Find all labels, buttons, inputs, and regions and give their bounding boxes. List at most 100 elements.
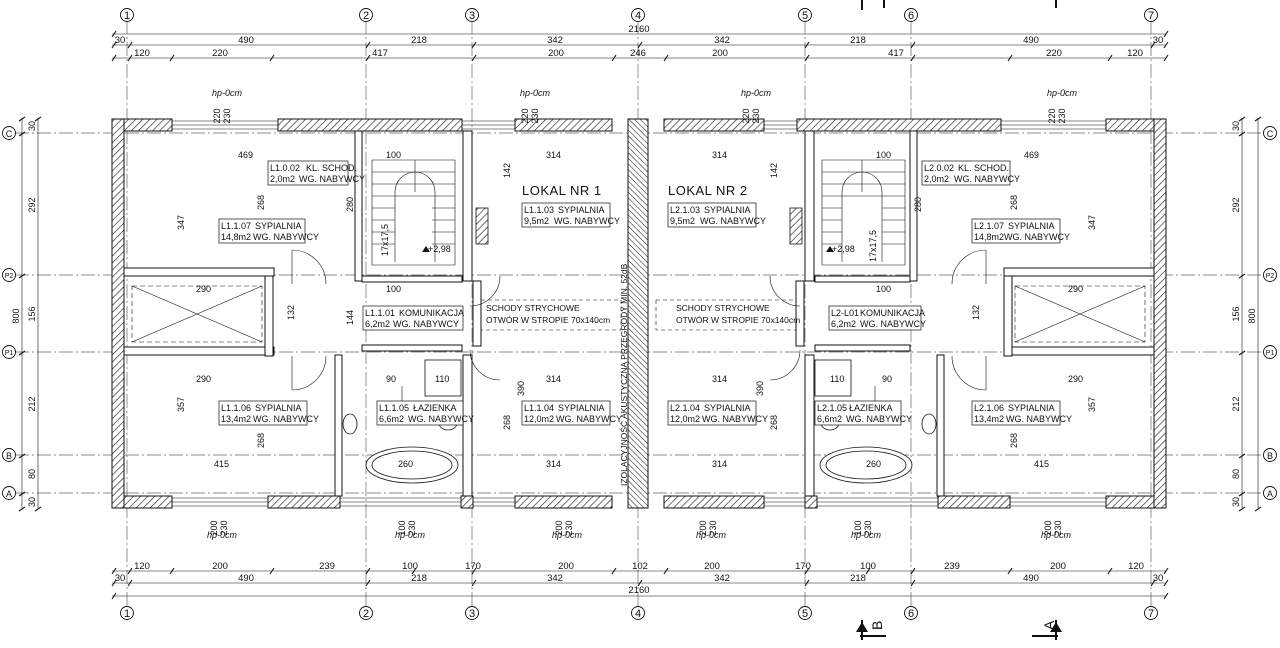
dim-label: 220	[212, 48, 228, 59]
shafts	[475, 207, 803, 245]
dim-label: 239	[944, 561, 960, 572]
grid-bubble-bottom-6	[904, 606, 918, 620]
grid-label: P2	[1266, 273, 1275, 280]
dim-label: 212	[27, 396, 37, 411]
room-dim: 390	[755, 381, 765, 396]
room-code: L1.1.06	[221, 403, 251, 413]
dim-label: 100	[402, 561, 418, 572]
stair-spec: 17x17,5	[380, 224, 390, 256]
sill-dim: 230	[1053, 520, 1063, 535]
dim-label: 30	[115, 35, 126, 46]
dim-label: 30	[115, 573, 126, 584]
sill-dim: 230	[219, 520, 229, 535]
room-dim: 132	[971, 305, 981, 320]
grid-bubble-right-A	[1263, 486, 1277, 500]
sill-dim: 220	[520, 108, 530, 123]
attic-stairs-note-1-line2: OTWÓR W STROPIE 70x140cm	[486, 315, 610, 325]
room-dim: 280	[913, 197, 923, 212]
grid-label: 6	[908, 608, 914, 620]
room-dim: 260	[398, 459, 413, 469]
room-finish: WG. NABYWCY	[1004, 232, 1070, 242]
room-area: 13,4m2	[221, 414, 251, 424]
room-code: L1.1.04	[524, 403, 554, 413]
room-dim: 469	[1024, 150, 1039, 160]
dim-total-left: 800	[11, 308, 21, 323]
sill-dim: 200	[698, 520, 708, 535]
room-finish: WG. NABYWCY	[253, 232, 319, 242]
room-dim: 268	[256, 195, 266, 210]
room-dim: 90	[386, 374, 396, 384]
room-dim: 357	[176, 397, 186, 412]
lokal-2-title: LOKAL NR 2	[668, 183, 748, 198]
dim-label: 292	[27, 197, 37, 212]
hp-label: hp-0cm	[696, 530, 727, 540]
window-sill-labels: hp-0cm 220 230 hp-0cm 220 230 hp-0cm 220…	[207, 88, 1078, 540]
room-dim: 280	[345, 197, 355, 212]
room-labels: L1.0.02 KL. SCHOD. 2,0m2 WG. NABYWCY L1.…	[221, 163, 1072, 424]
grid-bubble-top-4	[631, 8, 645, 22]
room-code: L1.1.05	[379, 403, 409, 413]
sill-dim: 100	[397, 520, 407, 535]
room-area: 6,2m2	[365, 319, 390, 329]
room-finish: WG. NABYWCY	[700, 216, 766, 226]
dim-label: 417	[372, 48, 388, 59]
grid-label: 5	[802, 608, 808, 620]
room-label-boxes	[218, 160, 1061, 426]
grid-label: A	[1267, 489, 1273, 499]
dim-label: 292	[1231, 197, 1241, 212]
room-dim: 268	[256, 433, 266, 448]
interior-dimensions: 469 100 314 314 100 469 347 347 268 268 …	[176, 150, 1097, 469]
room-area: 6,6m2	[817, 414, 842, 424]
grid-label: B	[1267, 451, 1273, 461]
hp-label: hp-0cm	[851, 530, 882, 540]
room-code: L1.0.02	[270, 163, 300, 173]
room-dim: 100	[386, 150, 401, 160]
room-dim: 290	[196, 284, 211, 294]
room-finish: WG. NABYWCY	[556, 414, 622, 424]
dim-label: 417	[888, 48, 904, 59]
section-mark-a: A	[1041, 620, 1057, 630]
hp-label: hp-0cm	[395, 530, 426, 540]
room-name: KOMUNIKACJA	[399, 308, 464, 318]
dim-label: 200	[712, 48, 728, 59]
grid-bubble-bottom-2	[359, 606, 373, 620]
dimension-lines	[21, 33, 1259, 597]
room-dim: 347	[1087, 215, 1097, 230]
sill-dim: 230	[708, 520, 718, 535]
room-name: SYPIALNIA	[255, 403, 302, 413]
interior-walls	[123, 130, 1155, 497]
room-dim: 268	[1009, 433, 1019, 448]
dim-label: 246	[630, 48, 646, 59]
room-dim: 144	[345, 310, 355, 325]
dim-total-bottom: 2160	[628, 585, 649, 596]
room-finish: WG. NABYWCY	[253, 414, 319, 424]
room-area: 2,0m2	[924, 174, 949, 184]
room-finish: WG. NABYWCY	[846, 414, 912, 424]
sill-dim: 230	[863, 520, 873, 535]
room-dim: 268	[769, 415, 779, 430]
grid-label: P2	[5, 273, 14, 280]
grid-label: 5	[802, 10, 808, 22]
room-name: SYPIALNIA	[255, 221, 302, 231]
sill-dim: 230	[1057, 108, 1067, 123]
room-code: L1.1.01	[365, 308, 395, 318]
sill-dim: 220	[1047, 108, 1057, 123]
dim-label: 170	[795, 561, 811, 572]
sill-dim: 220	[741, 108, 751, 123]
windows	[172, 120, 1106, 507]
room-code: L2.1.06	[974, 403, 1004, 413]
room-dim: 260	[866, 459, 881, 469]
dim-label: 218	[411, 573, 427, 584]
room-dim: 314	[546, 459, 561, 469]
attic-stairs-note-2-line2: OTWÓR W STROPIE 70x140cm	[676, 315, 800, 325]
room-dim: 390	[516, 381, 526, 396]
dim-label: 80	[1231, 469, 1241, 479]
dim-label: 220	[1046, 48, 1062, 59]
grid-label: P1	[1266, 350, 1275, 357]
grid-bubble-top-5	[798, 8, 812, 22]
room-code: L2.1.07	[974, 221, 1004, 231]
dim-label: 100	[860, 561, 876, 572]
hp-label: hp-0cm	[1047, 88, 1078, 98]
dim-label: 156	[27, 306, 37, 321]
dim-label: 30	[1231, 497, 1241, 507]
